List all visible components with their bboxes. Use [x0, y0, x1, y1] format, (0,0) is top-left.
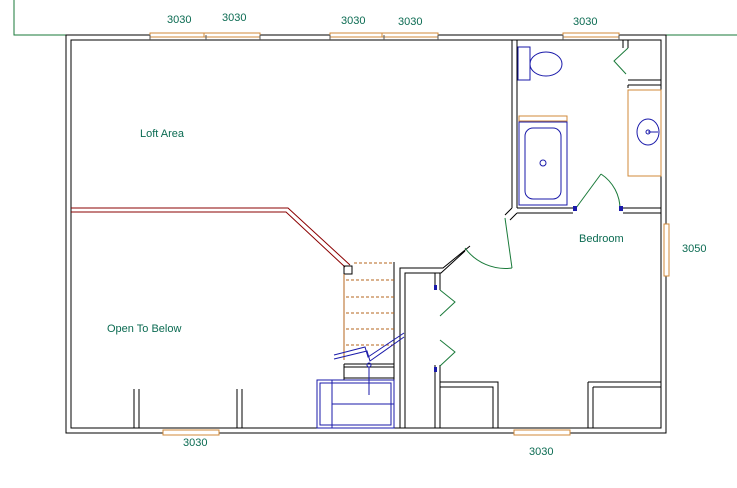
room-label-bedroom: Bedroom — [579, 233, 624, 245]
window-label-top-2: 3030 — [222, 12, 247, 24]
bathtub-icon — [518, 121, 568, 206]
window-label-right: 3050 — [682, 243, 707, 255]
window-frames — [149, 35, 620, 40]
newel-post — [343, 265, 353, 275]
door-jambs — [434, 206, 623, 372]
towel-bar — [518, 115, 568, 122]
window-label-top-1: 3030 — [167, 14, 192, 26]
window-label-bottom-2: 3030 — [529, 446, 554, 458]
stair-landing — [316, 379, 395, 429]
window-label-top-3: 3030 — [341, 15, 366, 27]
window-label-bottom-1: 3030 — [183, 437, 208, 449]
doors — [439, 47, 629, 367]
room-label-open-to-below: Open To Below — [107, 323, 182, 335]
loft-railing — [71, 207, 351, 268]
right-window — [663, 223, 670, 277]
vanity-icon — [627, 89, 662, 177]
window-label-top-5: 3030 — [573, 16, 598, 28]
window-label-top-4: 3030 — [398, 16, 423, 28]
staircase — [346, 262, 394, 346]
stair-break-line — [333, 332, 405, 362]
room-label-loft: Loft Area — [140, 128, 185, 140]
exterior-walls — [65, 34, 667, 434]
bottom-windows — [162, 429, 571, 436]
toilet-icon — [517, 46, 563, 81]
site-boundary-line — [13, 0, 737, 36]
